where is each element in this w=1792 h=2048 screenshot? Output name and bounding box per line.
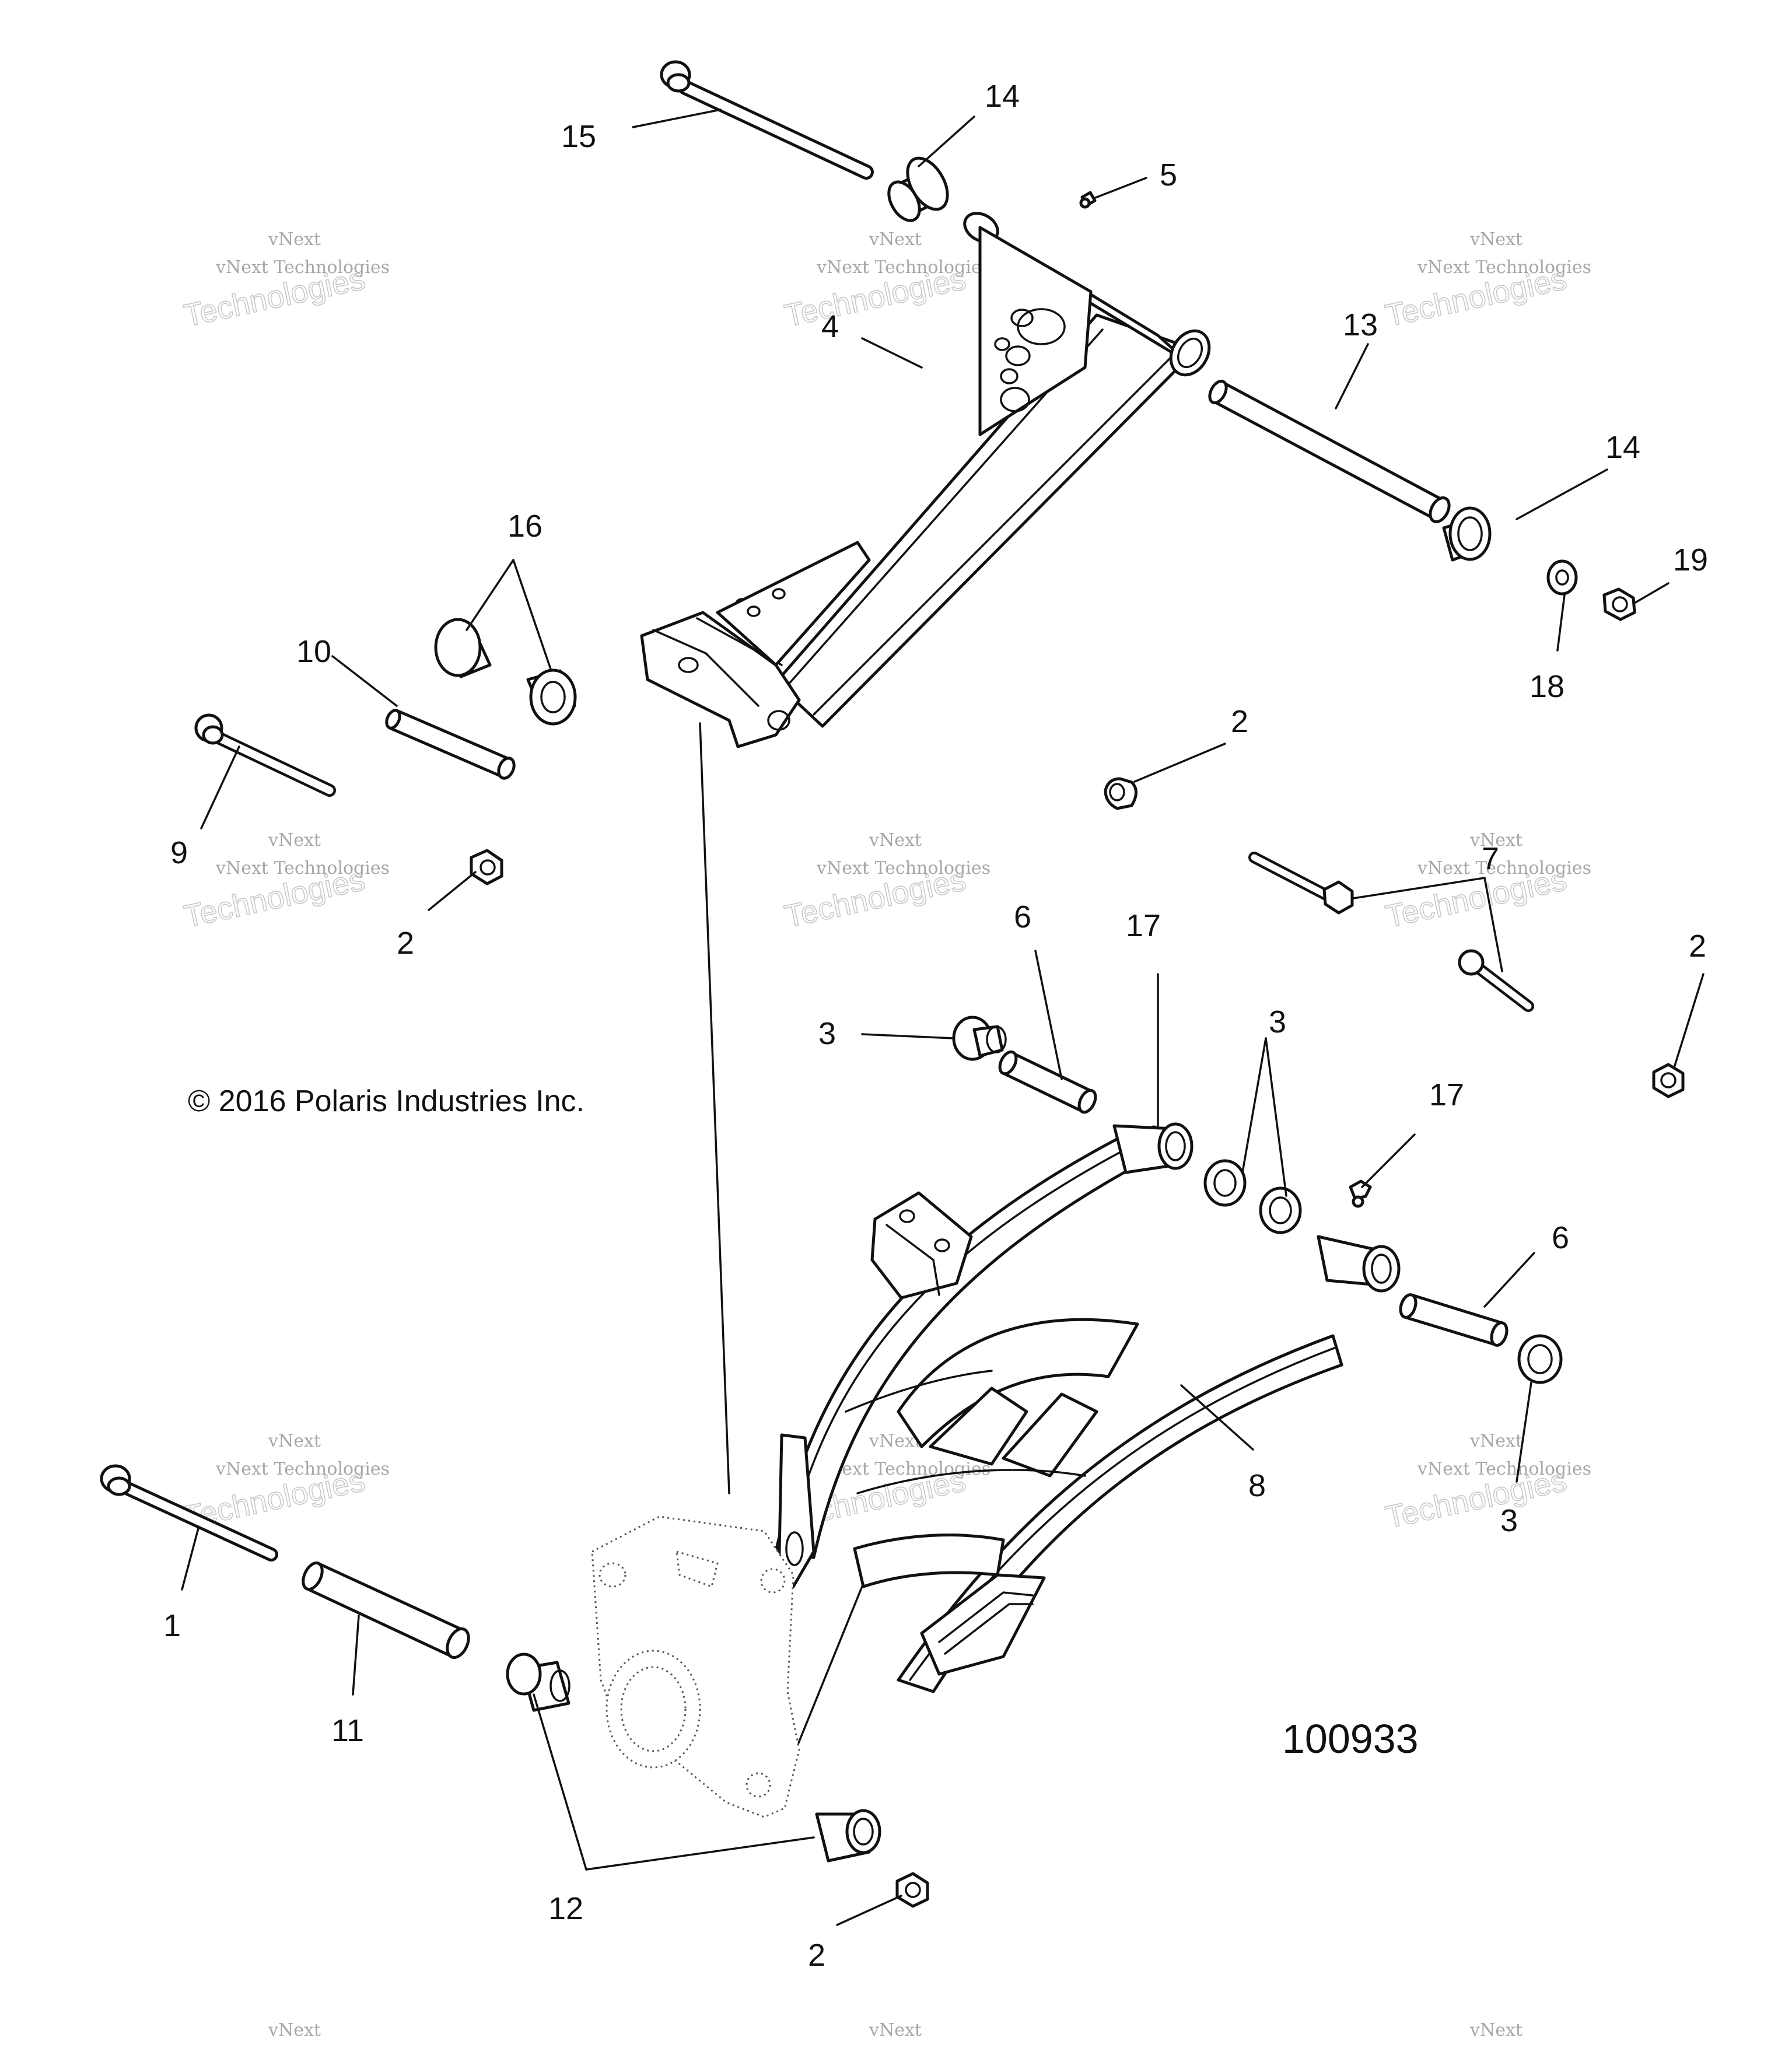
svg-text:vNext Technologies: vNext Technologies <box>1417 1459 1591 1479</box>
nut-part-19 <box>1602 587 1636 621</box>
bushing-part-3-center-b <box>1259 1186 1302 1234</box>
bushing-part-3-left <box>952 1016 1007 1061</box>
lower-arm-to-knuckle-line <box>792 1568 870 1757</box>
upper-control-arm-part-4 <box>640 212 1211 748</box>
sleeve-part-6-upper <box>998 1050 1097 1114</box>
callout-8: 8 <box>1248 1468 1266 1503</box>
bushing-part-12-left <box>506 1653 570 1712</box>
svg-text:vNext Technologies: vNext Technologies <box>816 257 991 278</box>
svg-text:vNext Technologies: vNext Technologies <box>215 257 390 278</box>
svg-text:vNext: vNext <box>1469 830 1522 850</box>
reference-lines <box>699 722 870 1757</box>
callout-14: 14 <box>985 79 1020 114</box>
bushing-part-14-top <box>887 156 949 222</box>
svg-text:vNext: vNext <box>1469 2020 1522 2040</box>
callout-3: 3 <box>1269 1004 1286 1039</box>
bolt-part-15 <box>660 60 874 180</box>
bushing-part-14-right <box>1442 506 1492 562</box>
washer-part-18 <box>1546 559 1578 596</box>
nut-part-2-bottom <box>895 1872 929 1908</box>
upper-arm-to-knuckle-line <box>699 722 730 1494</box>
svg-text:vNext: vNext <box>1469 229 1522 250</box>
watermark: vNext <box>1469 2020 1522 2040</box>
sleeve-part-6-lower <box>1399 1293 1508 1347</box>
lower-control-arm-part-8 <box>774 1122 1401 1693</box>
watermark: vNext vNext Technologies Technologies <box>180 830 390 935</box>
callout-6: 6 <box>1014 899 1031 934</box>
callout-15: 15 <box>561 119 596 154</box>
nut-part-2-right <box>1652 1063 1685 1098</box>
svg-text:vNext Technologies: vNext Technologies <box>1417 257 1591 278</box>
knuckle-reference <box>591 1515 800 1818</box>
watermark: vNext vNext Technologies Technologies <box>180 1431 390 1536</box>
callout-7: 7 <box>1482 841 1499 876</box>
grease-fitting-part-5 <box>1079 191 1097 209</box>
callout-2: 2 <box>1689 929 1706 964</box>
bolt-part-9 <box>194 713 336 797</box>
callout-9: 9 <box>170 835 188 870</box>
callout-18: 18 <box>1530 669 1564 704</box>
callout-3: 3 <box>818 1016 836 1051</box>
callout-labels: 15 14 5 4 13 14 19 18 16 10 9 2 2 7 2 6 … <box>163 79 1708 1973</box>
watermark: vNext vNext Technologies Technologies <box>781 229 991 334</box>
svg-text:vNext: vNext <box>268 1431 321 1451</box>
watermarks: vNext vNext Technologies Technologies vN… <box>180 229 1591 2040</box>
callout-2: 2 <box>1231 704 1248 739</box>
callout-16: 16 <box>508 509 542 544</box>
leader-lines <box>181 108 1704 1926</box>
callout-13: 13 <box>1343 307 1378 342</box>
callout-17: 17 <box>1126 908 1161 943</box>
bushing-pair-part-16 <box>434 618 577 726</box>
svg-text:vNext Technologies: vNext Technologies <box>1417 858 1591 878</box>
bolt-part-7-lower <box>1458 949 1534 1012</box>
callout-12: 12 <box>548 1891 583 1926</box>
sleeve-part-10 <box>385 709 516 780</box>
svg-text:vNext Technologies: vNext Technologies <box>816 1459 991 1479</box>
callout-10: 10 <box>296 634 331 669</box>
nut-part-2-upper-left <box>470 849 503 885</box>
grease-fitting-part-17-lower <box>1349 1179 1372 1208</box>
callout-2: 2 <box>397 926 414 961</box>
nut-part-2-middle <box>1104 777 1138 810</box>
bushing-part-3-center-a <box>1203 1159 1247 1207</box>
watermark: vNext vNext Technologies Technologies <box>1382 1431 1591 1536</box>
watermark: vNext <box>869 2020 922 2040</box>
callout-4: 4 <box>821 309 839 344</box>
svg-text:vNext: vNext <box>1469 1431 1522 1451</box>
callout-19: 19 <box>1673 542 1708 577</box>
callout-11: 11 <box>331 1713 364 1748</box>
watermark: vNext vNext Technologies Technologies <box>180 229 390 334</box>
svg-text:vNext Technologies: vNext Technologies <box>816 858 991 878</box>
svg-text:vNext: vNext <box>268 2020 321 2040</box>
svg-text:vNext: vNext <box>869 2020 922 2040</box>
callout-5: 5 <box>1160 157 1177 192</box>
callout-1: 1 <box>163 1608 181 1643</box>
sleeve-part-13 <box>1208 379 1451 524</box>
bushing-part-12-right <box>815 1809 881 1863</box>
watermark: vNext vNext Technologies Technologies <box>781 830 991 935</box>
svg-text:vNext Technologies: vNext Technologies <box>215 858 390 878</box>
bushing-part-3-right <box>1517 1334 1563 1384</box>
callout-3: 3 <box>1500 1503 1518 1538</box>
copyright-notice: © 2016 Polaris Industries Inc. <box>188 1084 584 1118</box>
svg-text:vNext: vNext <box>268 229 321 250</box>
sleeve-part-11 <box>302 1561 470 1660</box>
callout-6: 6 <box>1552 1220 1569 1255</box>
svg-text:vNext: vNext <box>268 830 321 850</box>
callout-14: 14 <box>1605 430 1640 465</box>
svg-text:vNext: vNext <box>869 830 922 850</box>
callout-2: 2 <box>808 1938 825 1973</box>
svg-text:vNext: vNext <box>869 229 922 250</box>
callout-17: 17 <box>1429 1077 1464 1112</box>
diagram-number: 100933 <box>1282 1716 1419 1762</box>
watermark: vNext <box>268 2020 321 2040</box>
bolt-part-1 <box>100 1464 278 1562</box>
svg-text:vNext Technologies: vNext Technologies <box>215 1459 390 1479</box>
bolt-part-7-upper <box>1248 852 1354 915</box>
watermark: vNext vNext Technologies Technologies <box>1382 229 1591 334</box>
